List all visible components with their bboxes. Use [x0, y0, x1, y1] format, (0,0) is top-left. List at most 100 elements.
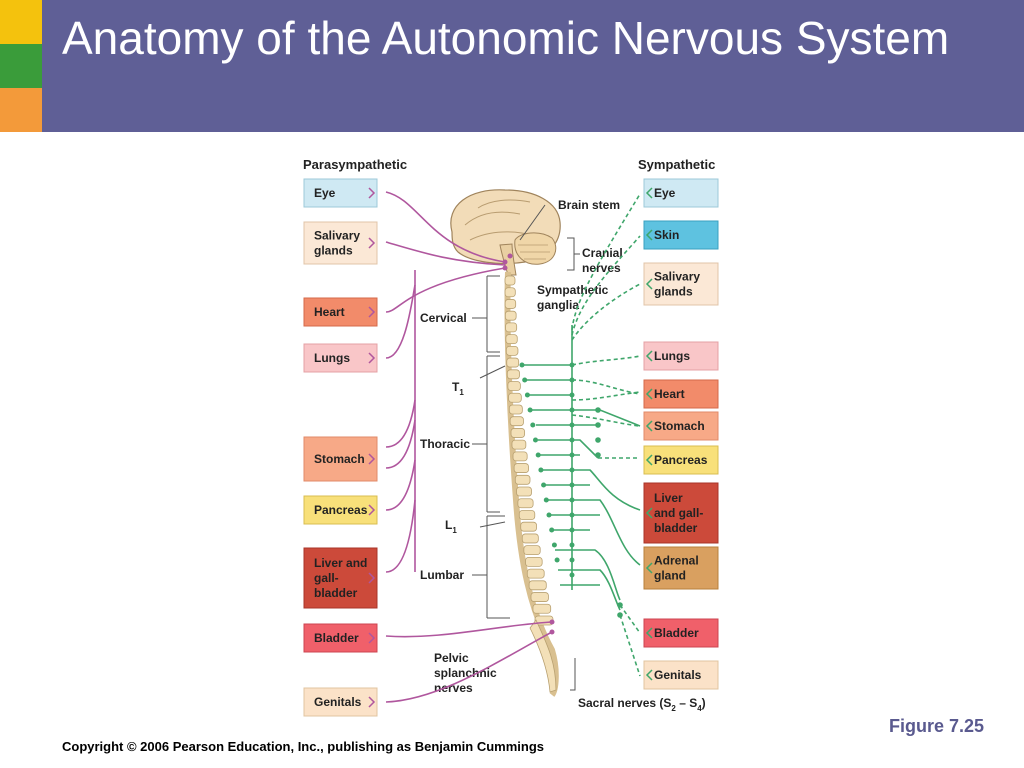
vertebra: [504, 275, 516, 286]
synapse-arrow-icon: [645, 627, 653, 639]
sympathetic-postganglionic-path: [571, 414, 641, 427]
figure-number: Figure 7.25: [888, 716, 984, 736]
sacral-nerves-label: Sacral nerves (S2 – S4): [578, 696, 706, 713]
sympathetic-nerve-origin: [543, 497, 549, 503]
parasympathetic-nerve-dot: [502, 265, 508, 271]
l1-letter: L: [445, 518, 452, 532]
region-brackets: [472, 204, 580, 691]
synapse-arrow-icon: [645, 229, 653, 241]
salivary-glands-label-1: Salivary: [314, 229, 360, 243]
parasympathetic-lungs-box: Lungs: [303, 343, 378, 373]
synapse-arrow-icon: [368, 237, 376, 249]
parasympathetic-eye-box: Eye: [303, 178, 378, 208]
sympathetic-ganglion: [569, 542, 575, 548]
sympathetic-nerve-origin: [530, 422, 536, 428]
heart-label-1: Heart: [654, 387, 685, 401]
stomach-icon: [643, 411, 719, 441]
synapse-arrow-icon: [645, 187, 653, 199]
sympathetic-postganglionic-path: [571, 235, 641, 336]
sympathetic-nerve-origin: [527, 407, 533, 413]
salivary-glands-label-2: glands: [314, 244, 353, 258]
vertebra: [526, 568, 545, 579]
sympathetic-nerve-origin: [535, 452, 541, 458]
parasympathetic-nerve-path: [385, 399, 416, 448]
sympathetic-preganglionic-path: [558, 569, 621, 611]
parasympathetic-nerve-dot: [502, 259, 508, 265]
sympathetic-genitals-box: Genitals: [643, 660, 719, 690]
liver-icon: [303, 547, 378, 609]
sympathetic-nerve-origin: [524, 392, 530, 398]
parasympathetic-genitals-box: Genitals: [303, 687, 378, 717]
lungs-icon: [643, 341, 719, 371]
sympathetic-collateral-ganglion: [617, 612, 623, 618]
pancreas-label-1: Pancreas: [314, 503, 368, 517]
sympathetic-preganglionic-path: [542, 469, 641, 511]
sympathetic-collateral-ganglion: [595, 437, 601, 443]
genitals-label-1: Genitals: [314, 695, 362, 709]
sympathetic-bladder-box: Bladder: [643, 618, 719, 648]
synapse-arrow-icon: [368, 352, 376, 364]
title-bar: [0, 0, 1024, 132]
sympathetic-eye-box: Eye: [643, 178, 719, 208]
sympathetic-ganglion: [569, 362, 575, 368]
lungs-label-1: Lungs: [654, 349, 690, 363]
sympathetic-nerve-origin: [549, 527, 555, 533]
slide-title: Anatomy of the Autonomic Nervous System: [62, 12, 950, 64]
brain-stem-label: Brain stem: [558, 198, 620, 212]
sympathetic-ganglion: [569, 437, 575, 443]
vertebra: [516, 486, 532, 497]
parasympathetic-nerve-path: [385, 499, 416, 573]
eye-label-1: Eye: [314, 186, 336, 200]
vertebra: [506, 369, 520, 380]
vertebra: [504, 299, 517, 309]
parasympathetic-stomach-box: Stomach: [303, 436, 378, 482]
pancreas-icon: [643, 445, 719, 475]
bladder-icon: [643, 618, 719, 648]
vertebra: [518, 510, 536, 520]
vertebra: [514, 474, 531, 485]
adrenal-gland-icon: [643, 546, 719, 590]
synapse-arrow-icon: [368, 453, 376, 465]
sympathetic-ganglion: [569, 482, 575, 488]
l1-label: L1: [445, 518, 457, 535]
sympathetic-nerve-origin: [541, 482, 547, 488]
sympathetic-ganglion: [569, 497, 575, 503]
liver-label-1: Liver and: [314, 556, 367, 570]
t1-label: T1: [452, 380, 464, 397]
parasympathetic-nerve-path: [385, 621, 553, 638]
vertebra: [523, 545, 541, 556]
sympathetic-ganglion: [569, 377, 575, 383]
stomach-label-1: Stomach: [314, 452, 365, 466]
sacrum: [529, 619, 557, 693]
synapse-arrow-icon: [368, 572, 376, 584]
liver-label-3: bladder: [314, 586, 358, 600]
liver-label-2: gall-: [314, 571, 339, 585]
sympathetic-ganglia-label-2: ganglia: [537, 298, 579, 312]
sympathetic-ganglion: [569, 527, 575, 533]
sympathetic-ganglion: [569, 452, 575, 458]
heart-label-1: Heart: [314, 305, 345, 319]
pelvic-splanchnic-label-3: nerves: [434, 681, 473, 695]
sympathetic-postganglionic-path: [619, 614, 641, 677]
synapse-arrow-icon: [645, 420, 653, 432]
genitals-icon: [643, 660, 719, 690]
salivary-glands-icon: [643, 262, 719, 306]
stomach-icon: [303, 436, 378, 482]
stomach-label-1: Stomach: [654, 419, 705, 433]
parasympathetic-heart-box: Heart: [303, 297, 378, 327]
sympathetic-ganglion: [569, 512, 575, 518]
sympathetic-postganglionic-path: [571, 391, 641, 401]
sympathetic-nerve-origin: [551, 542, 557, 548]
parasympathetic-header: Parasympathetic: [303, 157, 407, 172]
parasympathetic-nerve-path: [385, 241, 506, 266]
bladder-label-1: Bladder: [654, 626, 699, 640]
parasympathetic-nerve-path: [385, 284, 416, 359]
synapse-arrow-icon: [368, 696, 376, 708]
sympathetic-postganglionic-path: [571, 355, 641, 366]
genitals-icon: [303, 687, 378, 717]
sympathetic-ganglion: [569, 422, 575, 428]
parasympathetic-nerve-dot: [549, 619, 555, 625]
vertebra: [508, 392, 522, 403]
